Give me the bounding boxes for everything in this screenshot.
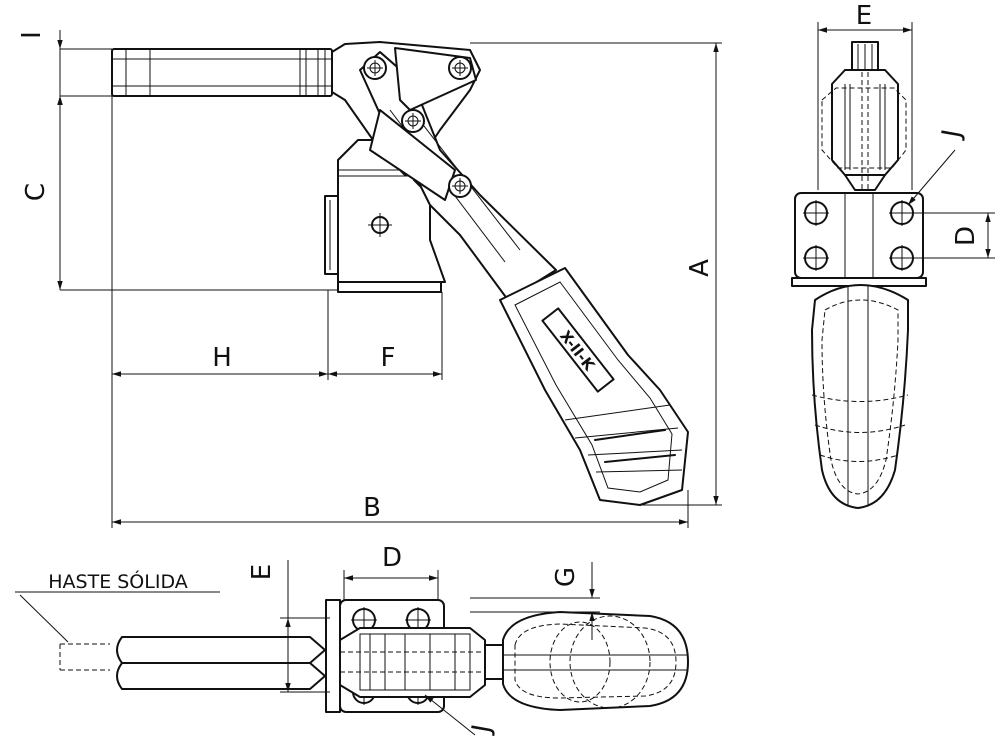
top-view: HASTE SÓLIDA E D G J [15,543,689,737]
dim-label-d-top: D [382,543,402,573]
solid-rod-note: HASTE SÓLIDA [48,569,188,593]
side-view: X-II-K I [17,30,722,528]
dim-label-i: I [17,31,47,39]
pivot-bolt-icon [448,174,472,198]
dim-label-h: H [212,343,232,373]
dim-label-f: F [381,343,396,373]
dim-label-c: C [21,183,51,201]
pivot-bolt-icon [448,56,472,80]
front-spindle [821,41,907,191]
side-dimensions [57,30,722,528]
top-spindle [19,594,326,690]
front-view: E D J [791,1,995,509]
dim-label-b: B [363,493,381,523]
dim-label-j-top: J [466,722,497,737]
handle-grip: X-II-K [499,267,689,506]
top-dimensions [15,560,600,736]
pivot-bolt-icon [363,56,387,80]
front-handle [811,284,909,509]
dim-label-e-top: E [247,564,277,580]
spindle-bar [111,48,333,97]
dim-label-e: E [856,1,872,31]
dim-label-d: D [951,226,981,246]
pivot-bolt-icon [401,109,425,133]
dim-label-a: A [685,259,715,277]
dim-label-g: G [551,567,581,587]
front-base-plate [791,192,927,287]
top-linkage [339,627,504,698]
front-dimensions [817,22,995,259]
dim-label-j: J [936,127,967,142]
base-bracket [324,139,446,293]
top-handle [502,611,689,711]
